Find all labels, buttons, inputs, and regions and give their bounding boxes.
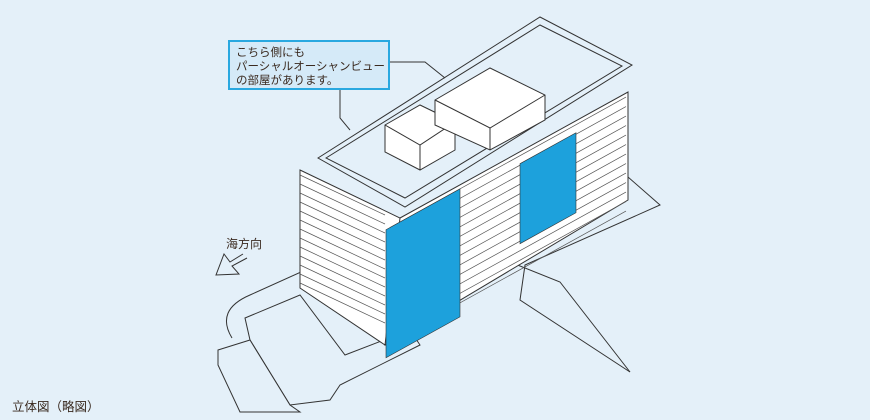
balcony-line: [299, 192, 386, 234]
balcony-line: [299, 264, 386, 306]
ocean-view-room-highlight: [519, 132, 577, 245]
balcony-line: [299, 219, 386, 261]
callout-line-3: の部屋があります。: [236, 73, 339, 87]
ocean-view-callout: こちら側にも パーシャルオーシャンビュー の部屋があります。: [228, 40, 390, 90]
figure-caption: 立体図（略図）: [12, 399, 100, 414]
balcony-line: [299, 255, 386, 297]
callout-leader-1: [339, 90, 351, 131]
rooftop-box-2: [434, 67, 546, 151]
balcony-line: [299, 210, 386, 252]
balcony-line: [299, 246, 386, 288]
callout-line-2: パーシャルオーシャンビュー: [236, 59, 386, 73]
balcony-line: [299, 273, 386, 315]
podium-lower: [217, 339, 302, 413]
sea-direction-label: 海方向: [226, 237, 263, 251]
balcony-line: [299, 183, 386, 225]
callout-leader-2: [390, 61, 446, 79]
sea-direction-arrow-icon: [215, 252, 248, 276]
balcony-line: [299, 174, 386, 216]
roof-parapet: [324, 24, 624, 199]
balcony-line: [299, 228, 386, 270]
site-outline: [226, 169, 661, 373]
balcony-line: [299, 237, 386, 279]
site-outline-inner: [504, 259, 631, 373]
callout-line-1: こちら側にも: [236, 45, 305, 59]
ocean-view-room-highlight: [385, 188, 461, 359]
balcony-line: [299, 201, 386, 243]
balcony-line: [299, 282, 386, 324]
